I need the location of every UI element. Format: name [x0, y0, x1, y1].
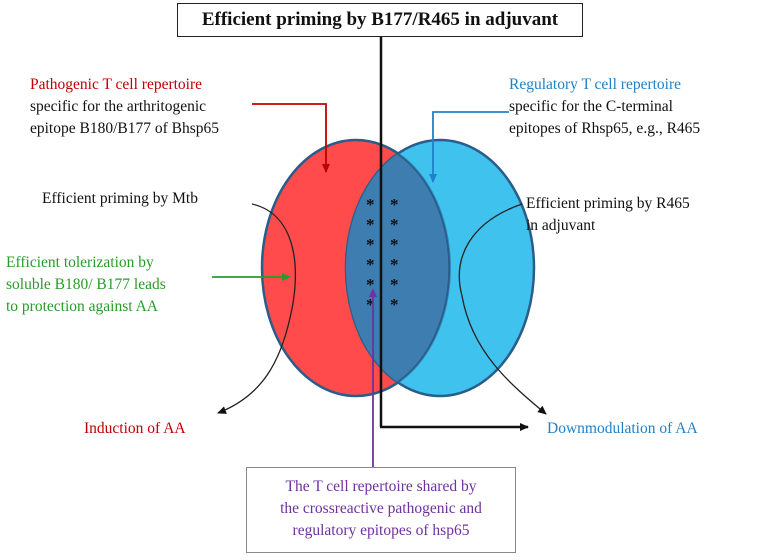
svg-text:*: *	[390, 195, 399, 214]
svg-text:*: *	[366, 255, 375, 274]
diagram-title: Efficient priming by B177/R465 in adjuva…	[201, 9, 559, 30]
svg-text:*: *	[366, 275, 375, 294]
induction-label: Induction of AA	[84, 420, 186, 437]
pathogenic-line1: specific for the arthritogenic	[30, 98, 207, 115]
svg-text:*: *	[366, 295, 375, 314]
r465-priming-curve	[458, 203, 547, 415]
tolerization-line2: soluble B180/ B177 leads	[6, 276, 166, 293]
svg-text:*: *	[390, 295, 399, 314]
svg-text:*: *	[390, 235, 399, 254]
overlap-region	[346, 140, 450, 396]
regulatory-heading: Regulatory T cell repertoire	[509, 76, 682, 93]
right-priming-line1: Efficient priming by R465	[526, 195, 690, 212]
svg-text:*: *	[390, 215, 399, 234]
shared-repertoire-box: The T cell repertoire shared by the cros…	[246, 467, 516, 553]
pathogenic-line2: epitope B180/B177 of Bhsp65	[30, 120, 220, 137]
shared-epitope-markers: ** ** ** ** ** **	[366, 195, 399, 314]
regulatory-arrow	[429, 111, 509, 183]
regulatory-line2: epitopes of Rhsp65, e.g., R465	[509, 120, 701, 137]
svg-text:*: *	[366, 235, 375, 254]
tolerization-line3: to protection against AA	[6, 298, 158, 315]
svg-text:*: *	[366, 195, 375, 214]
pathogenic-heading: Pathogenic T cell repertoire	[30, 76, 203, 93]
pathogenic-arrow	[252, 103, 330, 173]
shared-line1: The T cell repertoire shared by	[285, 478, 477, 495]
svg-text:*: *	[390, 275, 399, 294]
regulatory-line1: specific for the C-terminal	[509, 98, 673, 115]
title-box: Efficient priming by B177/R465 in adjuva…	[177, 3, 583, 37]
downmodulation-label: Downmodulation of AA	[547, 420, 698, 437]
svg-text:*: *	[390, 255, 399, 274]
shared-line2: the crossreactive pathogenic and	[280, 500, 482, 517]
mtb-priming-curve	[217, 203, 297, 414]
svg-text:*: *	[366, 215, 375, 234]
right-priming-line2: in adjuvant	[526, 217, 596, 234]
shared-line3: regulatory epitopes of hsp65	[292, 522, 470, 539]
left-priming-label: Efficient priming by Mtb	[42, 190, 198, 207]
tolerization-line1: Efficient tolerization by	[6, 254, 154, 271]
